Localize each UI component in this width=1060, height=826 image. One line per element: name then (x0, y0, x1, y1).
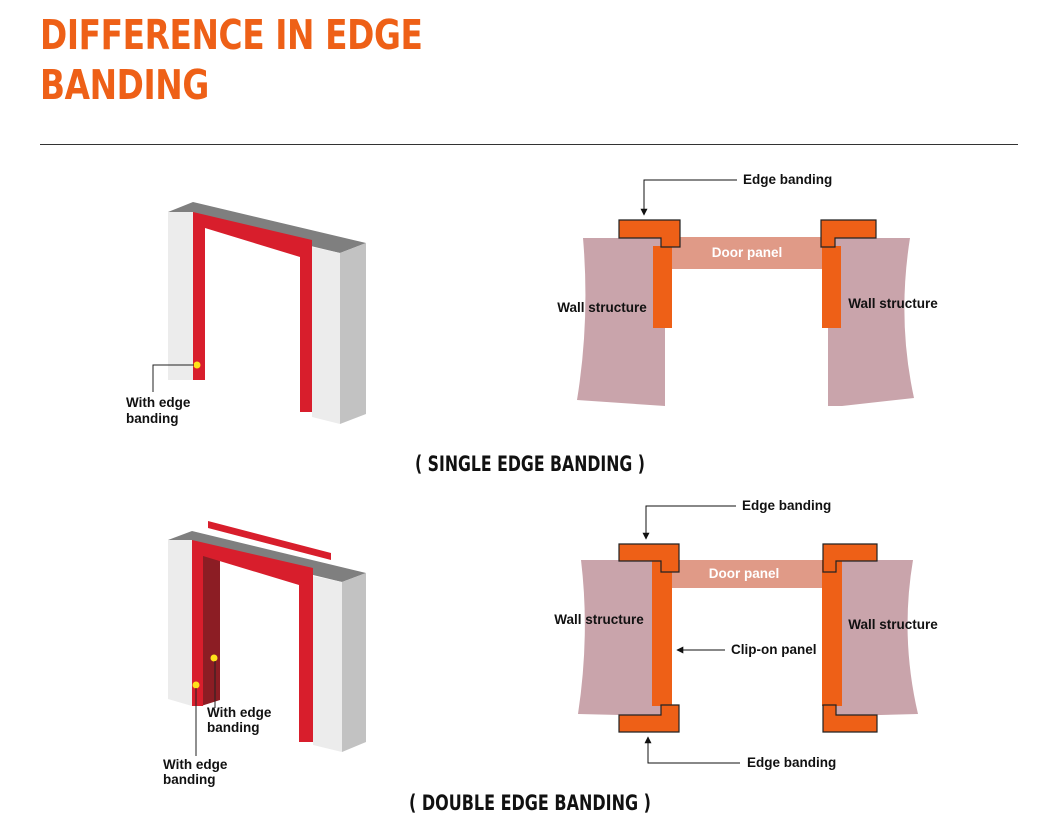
double-frame-right-wall-side (342, 573, 366, 752)
single-wall-left-label: Wall structure (557, 300, 647, 315)
single-door-panel (672, 237, 822, 269)
single-wall-right-label: Wall structure (848, 296, 938, 311)
double-frame-label-a-line-2: banding (207, 720, 260, 735)
double-edge-banding-right-bottom (822, 704, 878, 733)
double-frame-marker-b (192, 681, 200, 689)
single-frame-top-surface (168, 202, 366, 253)
double-frame-label-b-line-2: banding (163, 772, 216, 787)
single-caption: ( SINGLE EDGE BANDING ) (415, 452, 645, 476)
title-divider (40, 144, 1018, 145)
single-frame-right-wall-face (312, 247, 340, 424)
double-jamb-right (822, 560, 842, 706)
double-section-diagram: Door panel Wall structure Wall structure… (554, 498, 938, 770)
double-frame-marker-a (210, 654, 218, 662)
single-edge-banding-arrow (640, 179, 737, 216)
single-frame-illustration: With edge banding (126, 202, 366, 426)
single-edge-banding-label: Edge banding (743, 172, 832, 187)
double-frame-right-wall-face (313, 576, 342, 752)
double-frame-label-b-line-1: With edge (163, 757, 228, 772)
double-wall-right-label: Wall structure (848, 617, 938, 632)
double-door-panel-label: Door panel (709, 566, 780, 581)
single-frame-marker (193, 361, 201, 369)
single-door-panel-label: Door panel (712, 245, 783, 260)
double-frame-label-a-line-1: With edge (207, 705, 272, 720)
double-frame-illustration: With edge banding With edge banding (163, 521, 366, 787)
page-title-line-1: DIFFERENCE IN EDGE (40, 11, 423, 59)
double-wall-right (830, 560, 918, 716)
single-edge-banding-left (618, 219, 681, 248)
double-frame-top-surface (168, 531, 366, 582)
single-frame-label-line-2: banding (126, 411, 179, 426)
double-edge-banding-left-top (618, 543, 680, 573)
double-jamb-left (652, 560, 672, 706)
double-wall-left-label: Wall structure (554, 612, 644, 627)
single-wall-left (577, 238, 665, 406)
double-caption: ( DOUBLE EDGE BANDING ) (409, 791, 651, 815)
single-jamb-right (822, 246, 841, 328)
double-edge-banding-bottom-label: Edge banding (747, 755, 836, 770)
double-frame-left-wall (168, 540, 192, 706)
single-frame-left-wall (168, 212, 193, 380)
double-edge-banding-top-arrow (642, 505, 736, 540)
double-edge-banding-right-top (822, 543, 878, 573)
single-frame-right-wall-side (340, 243, 366, 424)
double-edge-banding-top-label: Edge banding (742, 498, 831, 513)
single-section-diagram: Door panel Wall structure Wall structure… (557, 172, 938, 406)
single-wall-right (828, 238, 914, 406)
double-frame-back-banding (208, 521, 331, 560)
double-wall-left (578, 560, 665, 716)
single-frame-edge-banding (193, 212, 312, 412)
page-title: DIFFERENCE IN EDGE BANDING (40, 10, 423, 110)
single-jamb-left (653, 246, 672, 328)
single-edge-banding-right (820, 219, 877, 248)
single-frame-leader (152, 364, 194, 392)
double-edge-banding-left-bottom (618, 704, 680, 733)
page-title-line-2: BANDING (40, 61, 209, 109)
single-frame-label-line-1: With edge (126, 395, 191, 410)
double-clip-on-panel-label: Clip-on panel (731, 642, 817, 657)
double-frame-edge-banding (192, 540, 313, 742)
double-frame-dark-side (201, 546, 220, 706)
double-edge-banding-bottom-arrow (644, 736, 740, 764)
double-door-panel (672, 560, 822, 588)
